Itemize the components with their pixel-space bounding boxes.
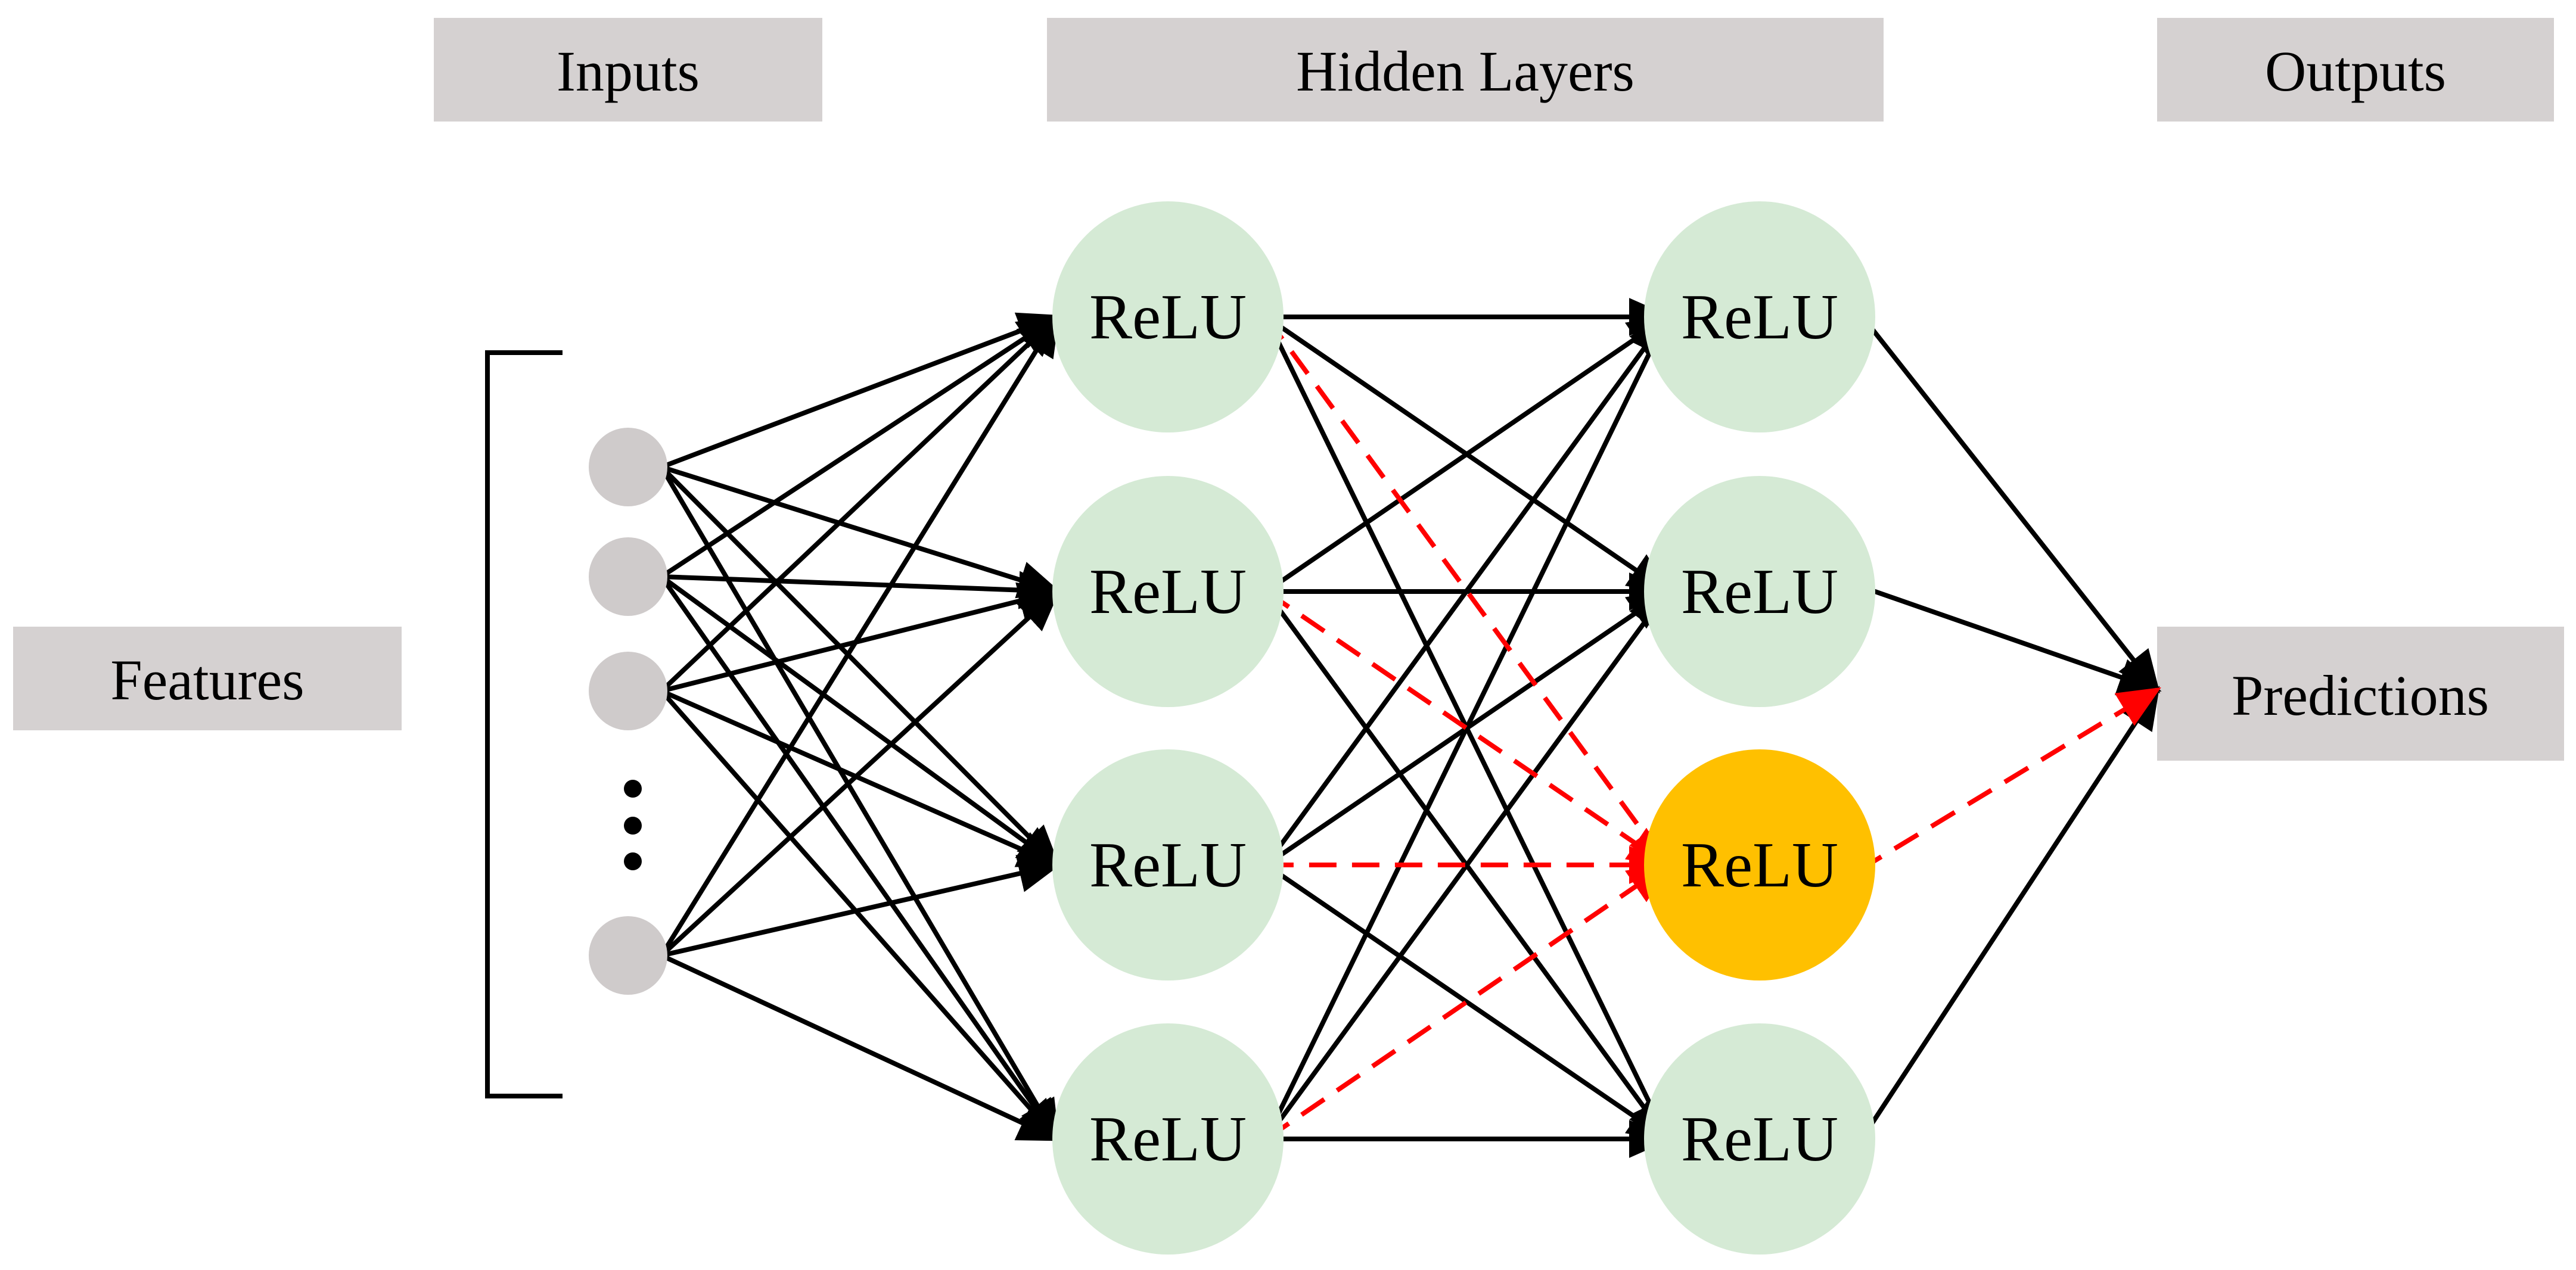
edge-input-2-to-h1-2	[661, 571, 1062, 609]
input-node-2	[589, 537, 667, 616]
edge-h1-4-to-h2-1	[1264, 312, 1670, 1140]
edge-input-4-to-h1-3	[661, 855, 1062, 958]
hidden2-neuron-1	[1644, 201, 1875, 432]
input-node-4	[589, 916, 667, 995]
edge-input-3-to-h1-4	[660, 689, 1061, 1143]
input-node-3	[589, 652, 667, 730]
highlighted-connections	[1264, 315, 2161, 1141]
inputs-header-label: Inputs	[557, 39, 700, 103]
edge-h1-4-to-h2-3	[1264, 862, 1671, 1141]
edge-input-2-to-h1-1	[660, 314, 1061, 579]
edge-h2-4-to-output	[1856, 686, 2160, 1147]
hidden1-neuron-1	[1052, 201, 1284, 432]
edge-h1-2-to-h2-1	[1264, 314, 1671, 594]
hidden1-neuron-2	[1052, 476, 1284, 707]
highlighted-neuron	[1644, 749, 1875, 980]
outputs-header: Outputs	[2157, 18, 2554, 122]
edge-h2-3-to-output	[1856, 687, 2161, 873]
edge-h1-3-to-h2-4	[1264, 863, 1671, 1142]
edge-input-3-to-h1-3	[660, 689, 1062, 867]
edge-input-3-to-h1-2	[661, 582, 1062, 693]
edge-input-2-to-h1-4	[659, 575, 1060, 1143]
edge-input-4-to-h1-2	[660, 588, 1061, 957]
edge-h1-3-to-h2-1	[1264, 313, 1670, 867]
outputs-header-label: Outputs	[2265, 39, 2446, 103]
edge-h1-2-to-h2-3	[1264, 589, 1671, 868]
edge-h2-2-to-output	[1857, 583, 2162, 696]
edge-h1-4-to-h2-2	[1264, 587, 1670, 1141]
hidden2-neuron-4	[1644, 1023, 1875, 1255]
edge-input-1-to-h1-2	[660, 465, 1062, 599]
hidden1-neuron-1-label: ReLU	[1089, 282, 1247, 353]
edge-h2-1-to-output	[1856, 309, 2160, 694]
hidden2-neuron-3-label: ReLU	[1681, 830, 1838, 901]
hidden1-neuron-4	[1052, 1023, 1284, 1255]
edge-input-4-to-h1-1	[659, 313, 1060, 957]
nodes: ReLU ReLU ReLU ReLU ReLU ReLU ReLU ReLU	[589, 201, 1875, 1255]
edge-input-1-to-h1-1	[660, 312, 1062, 469]
hidden-layers-header-label: Hidden Layers	[1296, 39, 1635, 103]
input-bracket	[485, 350, 563, 1098]
edge-input-2-to-h1-3	[660, 574, 1061, 868]
hidden2-neuron-1-label: ReLU	[1681, 282, 1838, 353]
edge-input-4-to-h1-4	[660, 953, 1062, 1141]
hidden1-neuron-4-label: ReLU	[1089, 1104, 1247, 1175]
hidden2-neuron-4-label: ReLU	[1681, 1104, 1838, 1175]
edge-h1-1-to-h2-3	[1264, 315, 1670, 869]
features-box: Features	[13, 627, 402, 730]
inputs-header: Inputs	[434, 18, 822, 122]
predictions-box: Predictions	[2157, 627, 2564, 761]
hidden2-neuron-2	[1644, 476, 1875, 707]
hidden1-neuron-3	[1052, 749, 1284, 980]
hidden-layers-header: Hidden Layers	[1047, 18, 1884, 122]
hidden1-neuron-3-label: ReLU	[1089, 830, 1247, 901]
edge-input-3-to-h1-1	[660, 313, 1061, 693]
ellipsis-icon	[624, 780, 642, 870]
features-label: Features	[110, 648, 304, 712]
hidden1-neuron-2-label: ReLU	[1089, 556, 1247, 627]
connections	[659, 298, 2162, 1158]
input-node-1	[589, 428, 667, 506]
hidden2-neuron-2-label: ReLU	[1681, 556, 1838, 627]
predictions-label: Predictions	[2232, 664, 2489, 727]
